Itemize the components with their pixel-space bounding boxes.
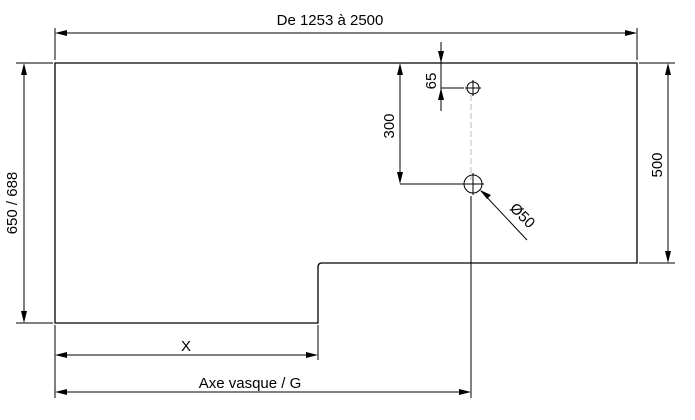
hole-diameter-leader bbox=[480, 190, 528, 241]
overall-width-label: De 1253 à 2500 bbox=[277, 12, 384, 29]
tap-offset-label: 65 bbox=[423, 73, 440, 90]
depth-label: 650 / 688 bbox=[4, 172, 21, 235]
basin-axis-label: Axe vasque / G bbox=[199, 375, 302, 392]
tap-offset-dimension bbox=[438, 42, 464, 111]
basin-hole bbox=[462, 173, 484, 195]
basin-axis-dimension bbox=[54, 196, 472, 398]
step-width-dimension bbox=[54, 325, 319, 360]
tap-hole bbox=[465, 80, 481, 96]
depth-dimension bbox=[16, 62, 53, 324]
basin-offset-label: 300 bbox=[381, 113, 398, 138]
overall-width-dimension bbox=[54, 28, 638, 60]
worktop-outline bbox=[54, 62, 638, 324]
right-depth-dimension bbox=[639, 62, 675, 264]
basin-offset-dimension bbox=[397, 63, 462, 185]
hole-diameter-label: Ø50 bbox=[506, 200, 538, 232]
step-width-label: X bbox=[181, 338, 191, 355]
right-depth-label: 500 bbox=[649, 152, 666, 177]
